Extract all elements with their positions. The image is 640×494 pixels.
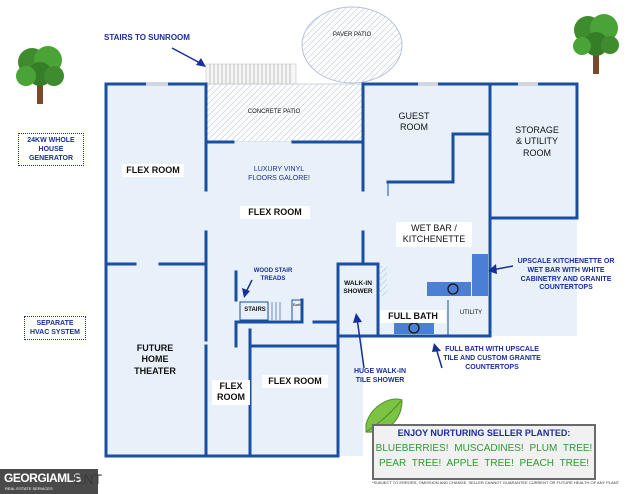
luxury-vinyl-label: LUXURY VINYL FLOORS GALORE!: [248, 166, 310, 182]
wood-stair-label: WOOD STAIR TREADS: [253, 268, 293, 282]
room-wetbar: WET BAR / KITCHENETTE: [396, 222, 472, 247]
shower-floor: [379, 266, 387, 296]
room-flex-small: FLEX ROOM: [212, 380, 250, 405]
logo-main-text: GEORGIAMLS: [4, 471, 82, 485]
stair-steps: [271, 302, 281, 320]
generator-box: 24KW WHOLE HOUSE GENERATOR: [18, 133, 84, 167]
room-theater: FUTURE HOME THEATER: [134, 343, 176, 376]
promo-row-1: BLUEBERRIES! MUSCADINES! PLUM TREE!: [375, 443, 593, 454]
tree-left-icon: [16, 46, 64, 104]
room-guest: GUEST ROOM: [398, 111, 430, 133]
thin-lines: [239, 182, 449, 336]
bath-counter: [394, 322, 434, 334]
windows: [146, 82, 538, 86]
logo-trailing-text: ENT: [74, 471, 102, 487]
room-flex-center: FLEX ROOM: [240, 206, 310, 220]
floor-fill: [106, 84, 577, 456]
concrete-patio-label: CONCRETE PATIO: [247, 109, 301, 115]
paver-patio: [301, 6, 403, 84]
room-storage: STORAGE & UTILITY ROOM: [515, 125, 559, 158]
upscale-kitchenette-label: UPSCALE KITCHENETTE OR WET BAR WITH WHIT…: [517, 258, 615, 292]
disclaimer-footer: *SUBJECT TO ERRORS, OMISSION AND CHANGE.…: [372, 480, 620, 485]
room-flex-left: FLEX ROOM: [122, 164, 184, 178]
stairs-label: STAIRS: [244, 307, 266, 313]
kitchenette-counter: [427, 254, 488, 296]
stairs-sunroom-label: STAIRS TO SUNROOM: [104, 33, 190, 42]
walkin-shower-label: WALK-IN SHOWER: [343, 280, 373, 296]
hvac-box: SEPARATE HVAC SYSTEM: [24, 316, 86, 341]
utility-label: UTILITY: [459, 310, 483, 316]
promo-title: ENJOY NURTURING SELLER PLANTED:: [397, 428, 571, 438]
promo-panel: ENJOY NURTURING SELLER PLANTED: BLUEBERR…: [372, 424, 596, 480]
kitchenette-sink: [447, 283, 459, 295]
full-bath-upscale-label: FULL BATH WITH UPSCALE TILE AND CUSTOM G…: [443, 346, 541, 371]
small-bath-label: Bath: [293, 302, 302, 307]
room-flex-bottom: FLEX ROOM: [262, 375, 328, 389]
sunroom-stairs: [205, 63, 297, 85]
paver-patio-label: PAVER PATIO: [332, 32, 372, 38]
callout-arrows: [171, 47, 514, 369]
room-full-bath: FULL BATH: [380, 310, 446, 324]
huge-walkin-label: HUGE WALK-IN TILE SHOWER: [353, 368, 407, 384]
tree-right-icon: [573, 14, 619, 74]
georgia-mls-logo: GEORGIAMLS REAL ESTATE SERVICES: [0, 469, 98, 494]
logo-sub-text: REAL ESTATE SERVICES: [5, 486, 53, 491]
promo-row-2: PEAR TREE! APPLE TREE! PEACH TREE!: [378, 458, 590, 469]
